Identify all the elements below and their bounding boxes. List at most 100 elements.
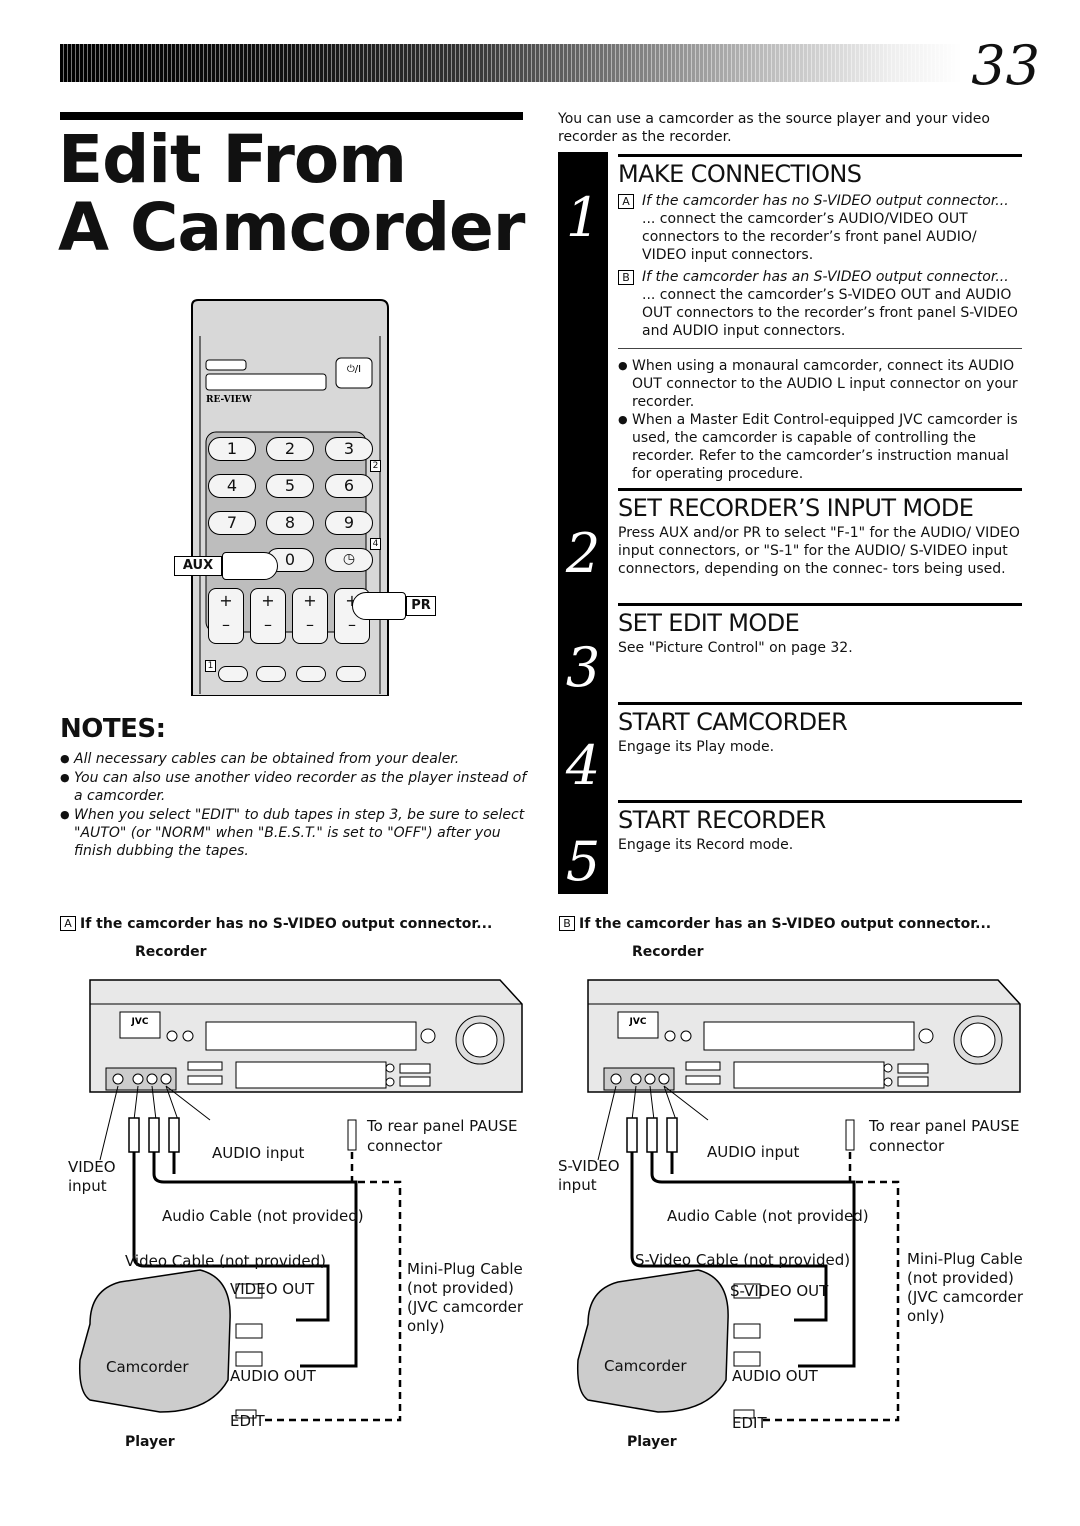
- pause-label-1: To rear panel PAUSE: [367, 1117, 518, 1135]
- input-jack: [160, 1073, 172, 1085]
- remote-box-label: 2: [370, 460, 381, 472]
- step-2-text: Press AUX and/or PR to select "F-1" for …: [618, 525, 1020, 577]
- video-out-label: VIDEO OUT: [230, 1280, 315, 1298]
- step-3-section: SET EDIT MODE See "Picture Control" on p…: [618, 603, 1022, 657]
- player-label: Player: [627, 1434, 677, 1450]
- remote-key-7: 7: [208, 511, 256, 535]
- section-rule: [618, 603, 1022, 606]
- brand-label: JVC: [131, 1017, 149, 1027]
- audio-input-label: AUDIO input: [707, 1143, 800, 1161]
- remote-key-5: 5: [266, 474, 314, 498]
- s-video-cable-label: S-Video Cable (not provided): [635, 1251, 851, 1269]
- camcorder-body: [78, 1269, 231, 1413]
- step-1-b-condition: If the camcorder has an S-VIDEO output c…: [642, 269, 1009, 285]
- mini-plug-label-1: Mini-Plug Cable: [407, 1260, 523, 1278]
- step-1-a-condition: If the camcorder has no S-VIDEO output c…: [642, 193, 1009, 209]
- step-number-2: 2: [565, 522, 601, 585]
- step-1-item-b: B If the camcorder has an S-VIDEO output…: [618, 268, 1022, 340]
- pointing-hand-icon: [352, 592, 406, 620]
- note-item: You can also use another video recorder …: [60, 769, 530, 805]
- audio-out-plug: [733, 1323, 761, 1339]
- review-label: RE-VIEW: [206, 395, 253, 405]
- input-jack: [658, 1073, 670, 1085]
- input-jack: [132, 1073, 144, 1085]
- input-jack: [146, 1073, 158, 1085]
- section-rule: [618, 154, 1022, 157]
- remote-key-6: 6: [325, 474, 373, 498]
- audio-cable-label: Audio Cable (not provided): [667, 1207, 869, 1225]
- step-4-text: Engage its Play mode.: [618, 739, 775, 755]
- step-5-title: START RECORDER: [618, 806, 826, 834]
- input-jack: [610, 1073, 622, 1085]
- audio-cable: [152, 1152, 358, 1368]
- video-cable: [630, 1152, 828, 1322]
- mini-plug-cable: [758, 1152, 900, 1422]
- title-line-1: Edit From: [58, 121, 407, 198]
- remote-plus-minus-button: + –: [250, 588, 286, 644]
- box-a-label: A: [618, 194, 634, 209]
- mini-plug-label-4: only): [407, 1317, 445, 1335]
- remote-key-3: 3: [325, 437, 373, 461]
- video-input-label: VIDEO: [68, 1158, 116, 1176]
- audio-out-label: AUDIO OUT: [230, 1367, 316, 1385]
- rca-plug: [128, 1117, 140, 1153]
- mini-plug-label-4: only): [907, 1307, 945, 1325]
- aux-label: AUX: [182, 558, 214, 573]
- step-2-section: SET RECORDER’S INPUT MODE Press AUX and/…: [618, 488, 1022, 578]
- diagram-b-illustration: JVC: [576, 979, 1021, 1422]
- audio-out-plug: [733, 1351, 761, 1367]
- step-5-text: Engage its Record mode.: [618, 837, 794, 853]
- audio-cable-label: Audio Cable (not provided): [162, 1207, 364, 1225]
- step-2-title: SET RECORDER’S INPUT MODE: [618, 494, 974, 522]
- camcorder-label: Camcorder: [604, 1357, 687, 1375]
- pointing-hand-icon: [222, 552, 278, 580]
- remote-key-4: 4: [208, 474, 256, 498]
- audio-cable: [650, 1152, 856, 1368]
- diagram-a-illustration: JVC: [78, 979, 523, 1422]
- mini-plug-label-3: (JVC camcorder: [907, 1288, 1024, 1306]
- camcorder-label: Camcorder: [106, 1358, 189, 1376]
- box-a-label: A: [60, 916, 76, 931]
- step-1-section: MAKE CONNECTIONS A If the camcorder has …: [618, 154, 1022, 483]
- audio-out-plug: [235, 1323, 263, 1339]
- edit-label: EDIT: [732, 1414, 767, 1432]
- step-1-a-text: ... connect the camcorder’s AUDIO/VIDEO …: [642, 211, 977, 263]
- remote-key-9: 9: [325, 511, 373, 535]
- intro-text: You can use a camcorder as the source pl…: [558, 111, 990, 145]
- recorder-label: Recorder: [135, 944, 207, 960]
- brand-label: JVC: [629, 1017, 647, 1027]
- divider: [618, 348, 1022, 349]
- step-1-item-a: A If the camcorder has no S-VIDEO output…: [618, 192, 1022, 264]
- timer-key: ◷: [325, 548, 373, 572]
- pr-label-box: PR: [406, 596, 436, 616]
- rca-plug: [646, 1117, 658, 1153]
- remote-key-1: 1: [208, 437, 256, 461]
- video-out-plug: [733, 1283, 761, 1299]
- rca-plug: [148, 1117, 160, 1153]
- rca-plug: [626, 1117, 638, 1153]
- title-rule: [60, 112, 523, 120]
- recorder-power-panel: [617, 1011, 659, 1039]
- video-out-plug: [235, 1283, 263, 1299]
- input-label: input: [68, 1177, 107, 1195]
- remote-plus-minus-button: + –: [208, 588, 244, 644]
- remote-bottom-button: [336, 666, 366, 682]
- note-item: All necessary cables can be obtained fro…: [60, 750, 530, 768]
- s-video-out-label: S-VIDEO OUT: [730, 1282, 829, 1300]
- remote-bottom-button: [218, 666, 248, 682]
- box-b-label: B: [618, 270, 634, 285]
- step-3-title: SET EDIT MODE: [618, 609, 800, 637]
- audio-out-label: AUDIO OUT: [732, 1367, 818, 1385]
- step-number-5: 5: [565, 830, 601, 893]
- audio-out-plug: [235, 1351, 263, 1367]
- mini-plug-label-2: (not provided): [907, 1269, 1014, 1287]
- camcorder-body: [576, 1269, 729, 1413]
- remote-key-8: 8: [266, 511, 314, 535]
- edit-label: EDIT: [230, 1412, 265, 1430]
- title-line-2: A Camcorder: [58, 189, 525, 266]
- display-window: [733, 1061, 885, 1089]
- pause-label-2: connector: [869, 1137, 945, 1155]
- power-icon: ⏻/I: [347, 364, 361, 375]
